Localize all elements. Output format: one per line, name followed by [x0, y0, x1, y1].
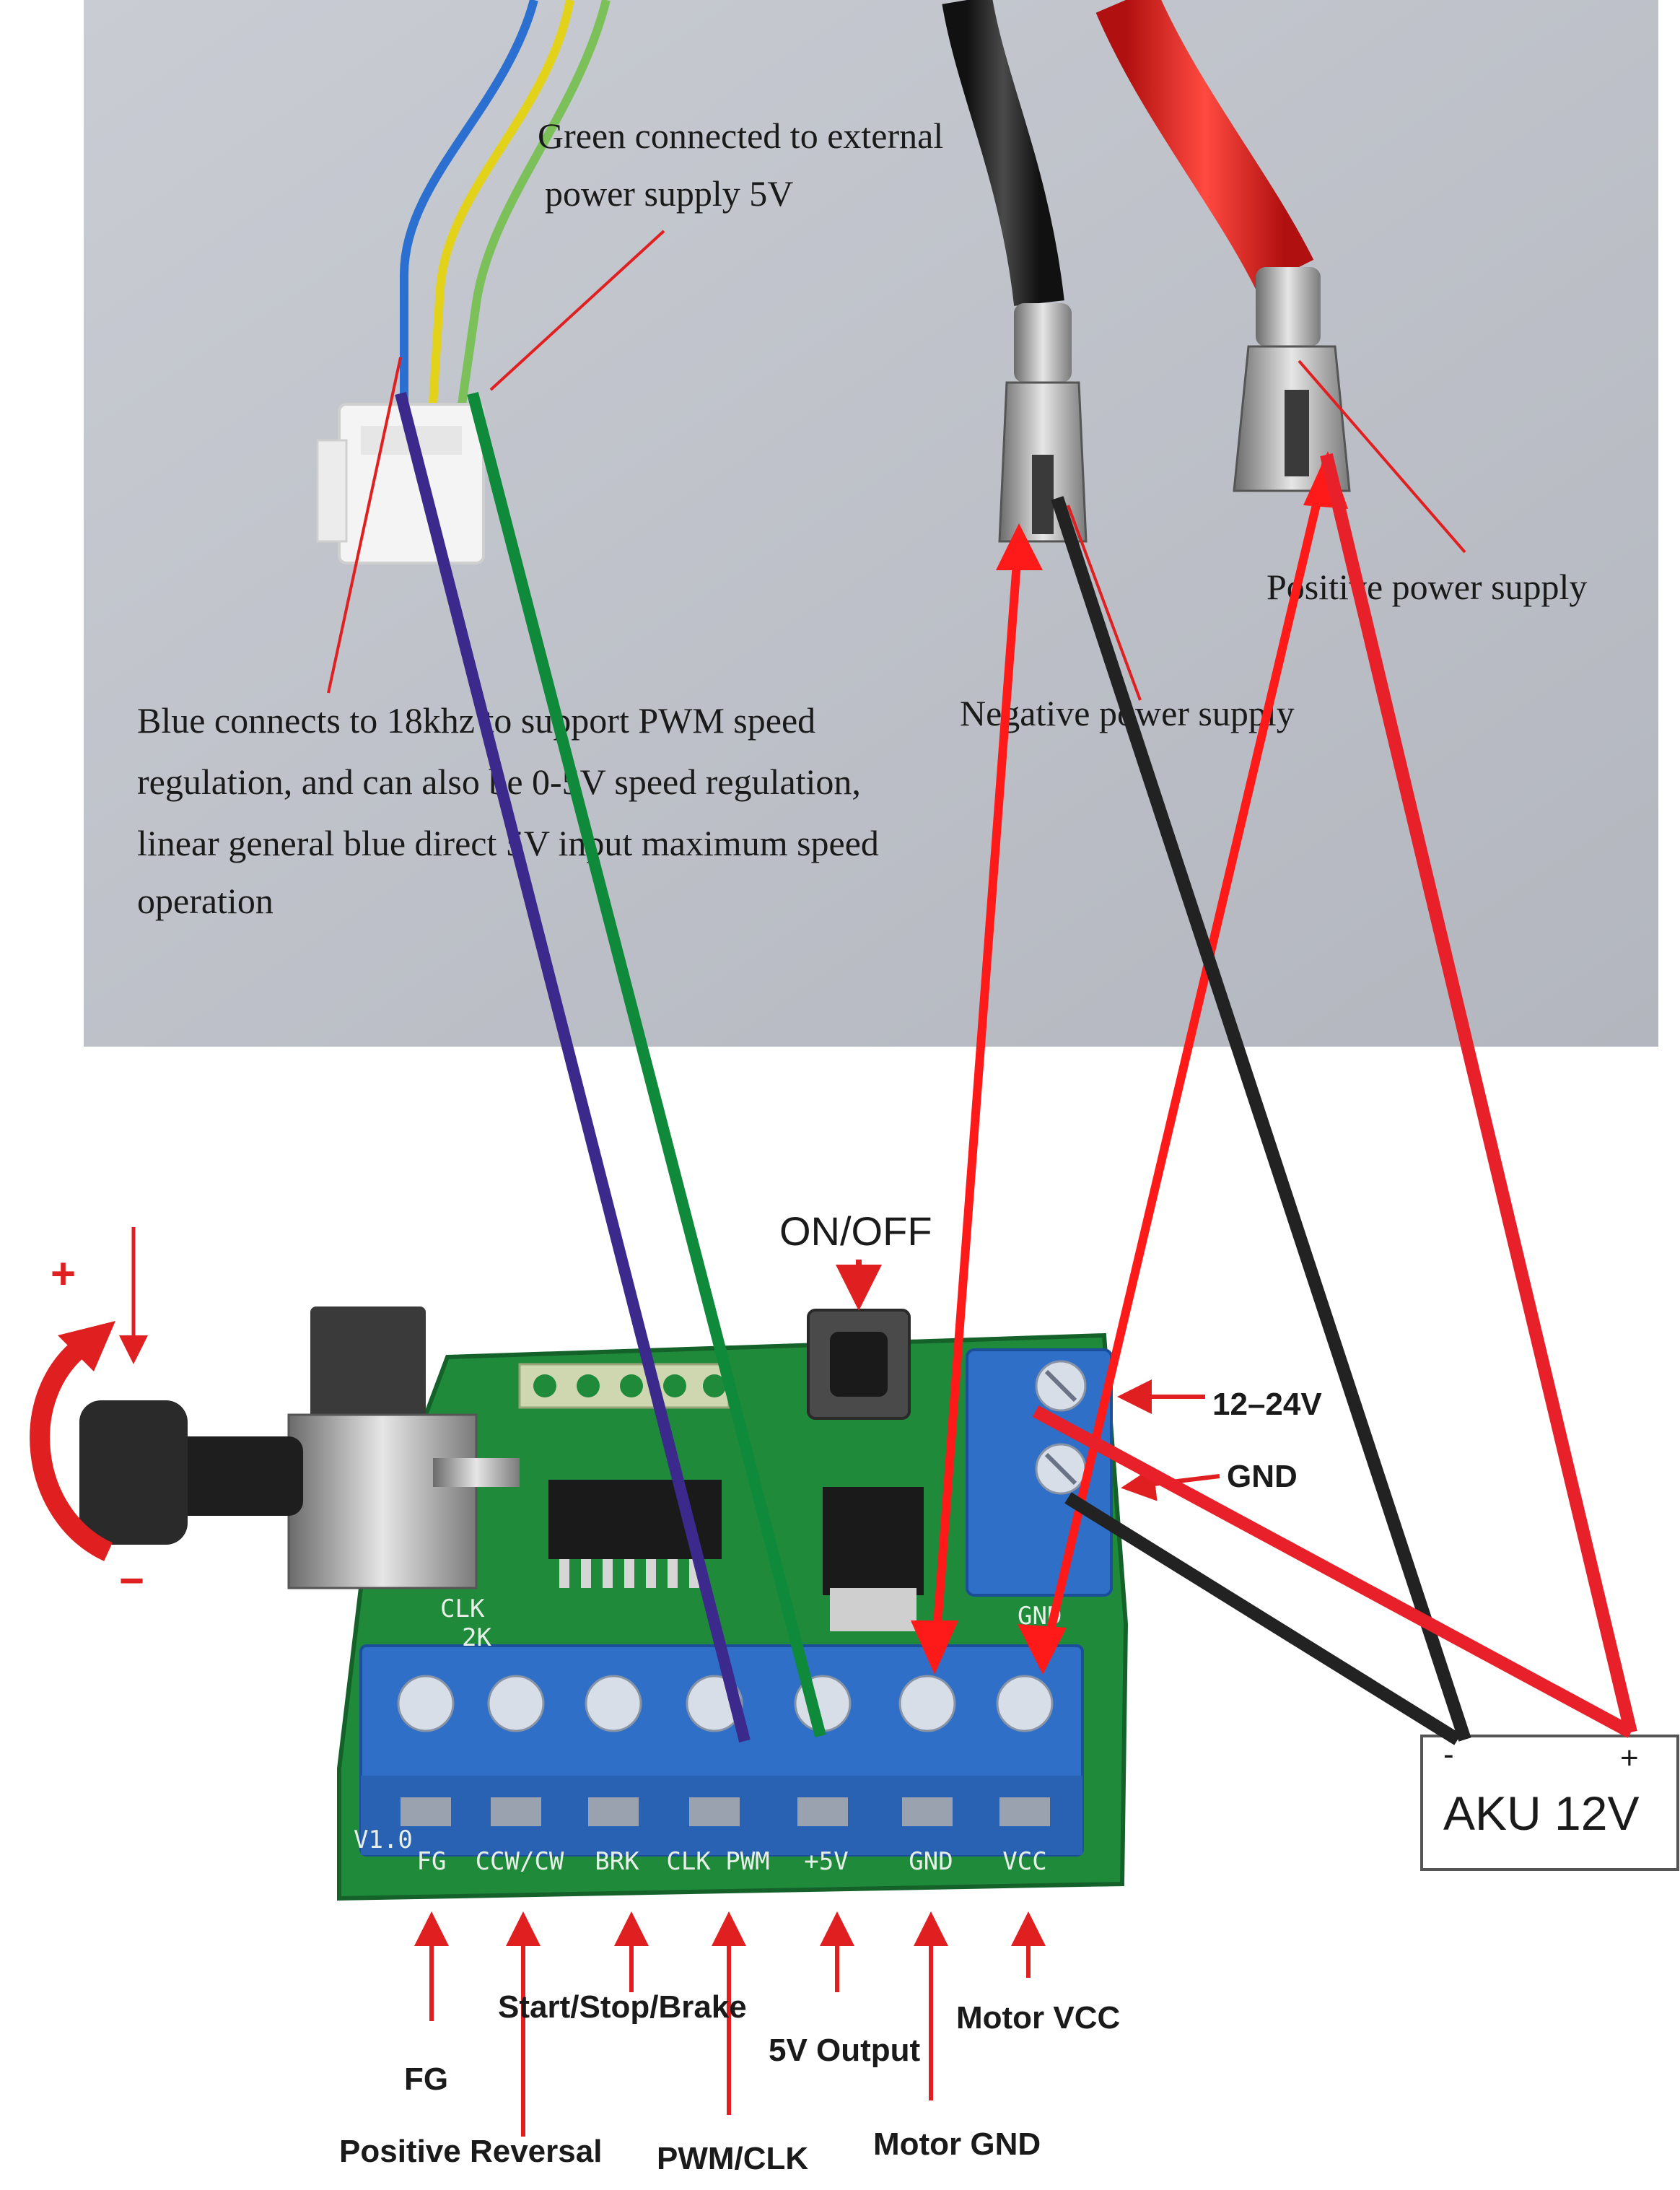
- knob-rotate-arrow: [30, 1334, 113, 1561]
- black-wire-board-gnd-to-battery: [1064, 1492, 1461, 1745]
- battery-minus-terminal: -: [1443, 1737, 1454, 1772]
- pin-terminal-block: [359, 1644, 1084, 1857]
- battery-label: AKU 12V: [1443, 1787, 1639, 1840]
- yellow-signal-wire: [429, 0, 574, 405]
- header-pads: [518, 1363, 730, 1409]
- red-wire-positive-to-battery: [1320, 453, 1637, 1735]
- silk-clk: CLK: [440, 1594, 485, 1623]
- pin-label-fg: FG: [404, 2062, 448, 2097]
- silk-gnd: GND: [909, 1847, 953, 1876]
- regulator-tab: [830, 1588, 916, 1631]
- on-off-label: ON/OFF: [779, 1208, 932, 1254]
- motor-driver-board: FG CCW/CW BRK CLK PWM +5V GND VCC GND CL…: [30, 1208, 1322, 2176]
- blue-signal-wire: [400, 0, 538, 404]
- silk-5v: +5V: [804, 1847, 848, 1876]
- battery-plus-terminal: +: [1620, 1740, 1639, 1776]
- signal-connector: [316, 403, 485, 564]
- pin-label-5v-output: 5V Output: [769, 2033, 921, 2068]
- power-gnd-label: GND: [1227, 1459, 1298, 1494]
- silk-fg: FG: [417, 1847, 447, 1876]
- speed-potentiometer: [79, 1306, 520, 1589]
- red-power-cable: [1095, 0, 1314, 289]
- positive-supply-note: Positive power supply: [1266, 567, 1587, 607]
- pin-label-pwm-clk: PWM/CLK: [657, 2141, 808, 2176]
- silk-2k: 2K: [462, 1623, 491, 1652]
- silk-ccw-cw: CCW/CW: [476, 1847, 564, 1876]
- on-off-button[interactable]: [807, 1309, 911, 1420]
- knob-plus-label: +: [51, 1249, 76, 1298]
- motor-cable-photo: Green connected to external power supply…: [84, 0, 1658, 1047]
- power-input-label: 12–24V: [1212, 1387, 1322, 1422]
- photo-pointer-lines: [327, 230, 1466, 701]
- blue-wire-to-pwm: [395, 392, 751, 1742]
- pin-label-start-stop-brake: Start/Stop/Brake: [498, 1989, 747, 2025]
- black-power-cable: [942, 0, 1064, 306]
- positive-spade-terminal: [1233, 267, 1351, 492]
- battery-box: - + AKU 12V: [1420, 1735, 1679, 1871]
- knob-minus-label: −: [119, 1556, 144, 1605]
- silk-brk: BRK: [595, 1847, 639, 1876]
- silk-version: V1.0: [354, 1825, 413, 1854]
- green-wire-note-line2: power supply 5V: [545, 173, 793, 214]
- pin-label-motor-vcc: Motor VCC: [956, 2000, 1120, 2036]
- silk-clk-pwm: CLK PWM: [666, 1847, 769, 1876]
- green-wire-note-line1: Green connected to external: [538, 115, 943, 156]
- red-wire-negative-to-motor-gnd: [930, 533, 1023, 1665]
- pin-arrows: [414, 1911, 1046, 2137]
- red-wire-positive-to-motor-vcc: [1038, 461, 1331, 1665]
- blue-wire-note-line4: operation: [137, 881, 274, 921]
- silk-vcc: VCC: [1002, 1847, 1046, 1876]
- green-signal-wire: [458, 0, 611, 405]
- voltage-regulator: [823, 1487, 924, 1595]
- green-wire-to-5v: [467, 391, 826, 1738]
- black-wire-negative-to-battery: [1051, 496, 1471, 1742]
- red-wire-board-vcc-to-battery: [1032, 1405, 1635, 1738]
- wiring-overlay: [395, 391, 1637, 1745]
- pin-label-positive-reversal: Positive Reversal: [339, 2134, 602, 2169]
- pin-label-motor-gnd: Motor GND: [873, 2126, 1041, 2162]
